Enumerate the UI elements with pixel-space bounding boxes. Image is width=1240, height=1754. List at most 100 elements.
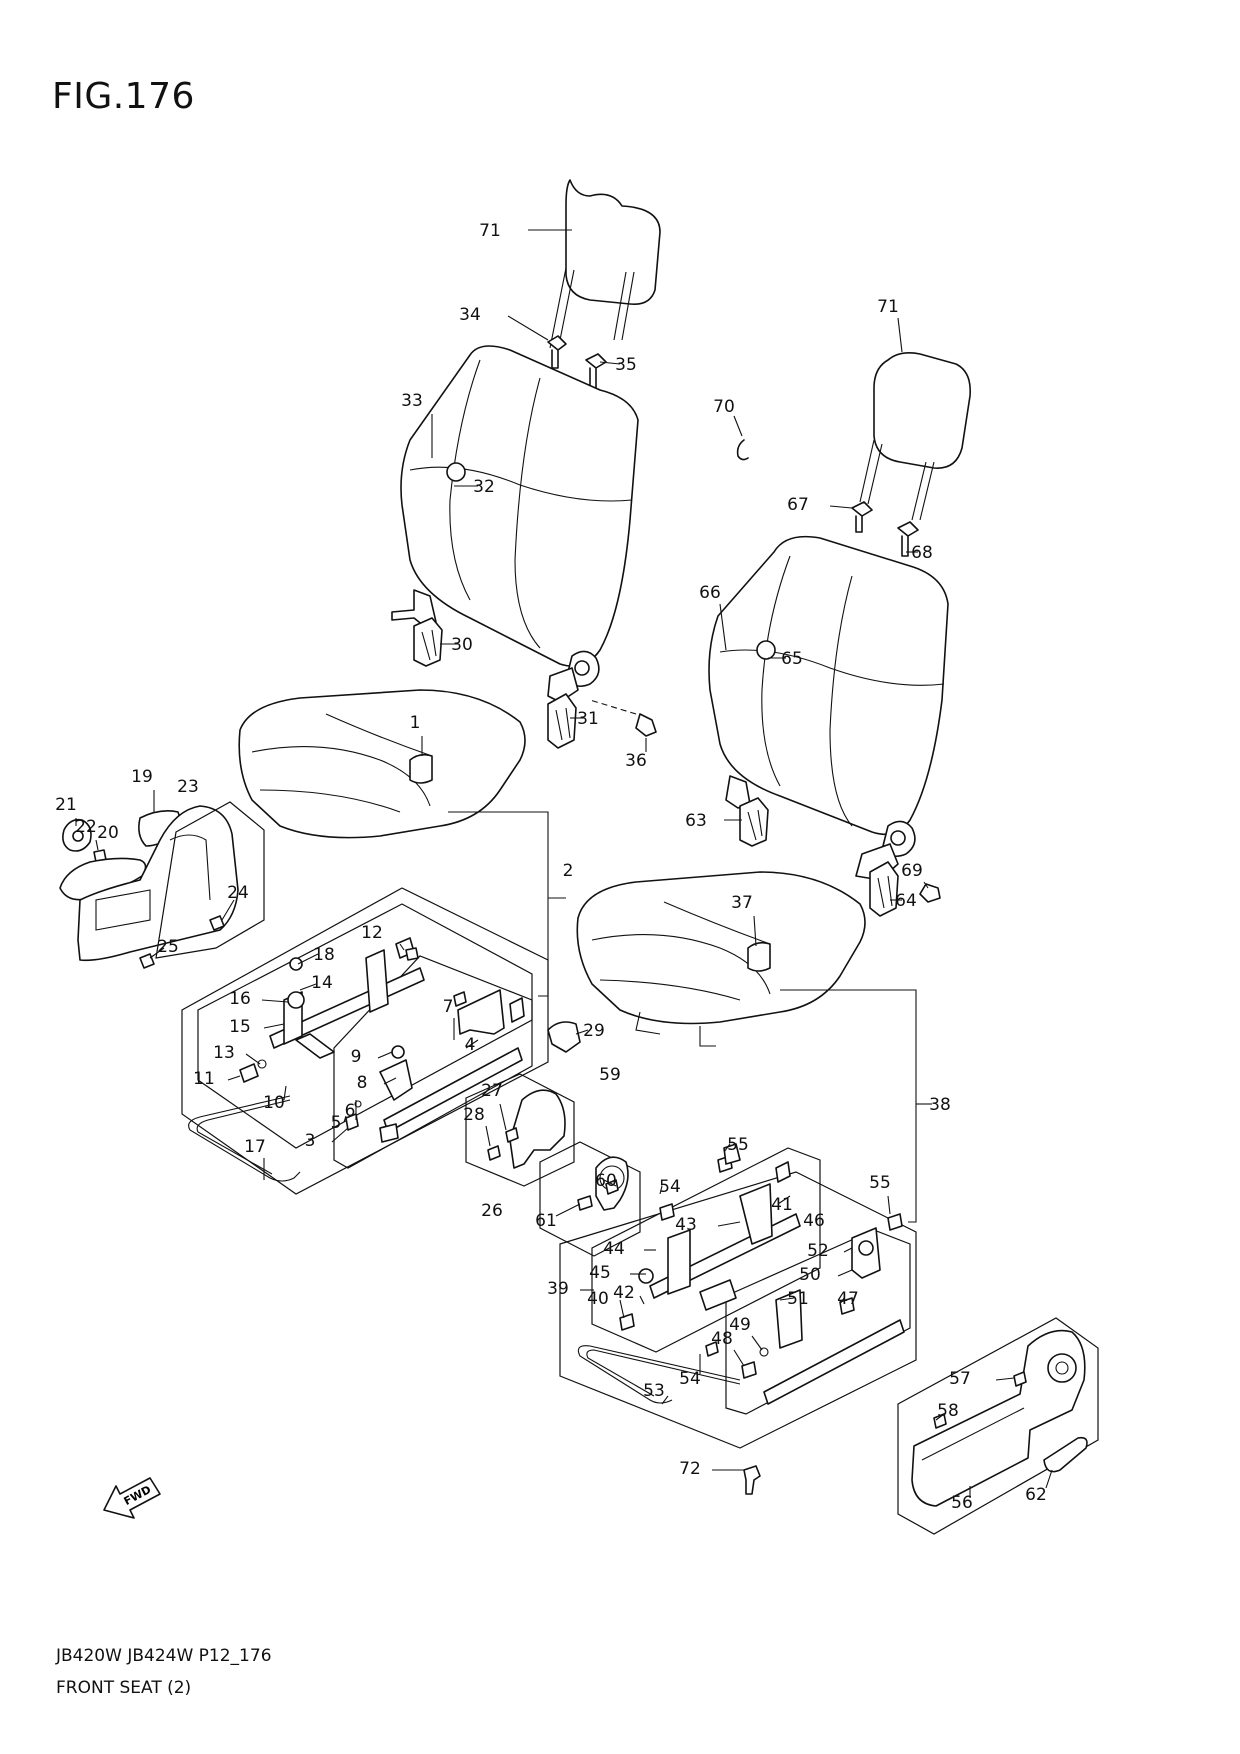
callout-leader bbox=[661, 1395, 669, 1405]
nut-60 bbox=[605, 1179, 619, 1195]
callout-leader bbox=[753, 915, 757, 947]
hinge-covers bbox=[465, 1021, 641, 1257]
callout-46: 46 bbox=[803, 1211, 825, 1231]
callout-47: 47 bbox=[837, 1289, 859, 1309]
left-seat-cushion bbox=[238, 689, 526, 839]
callout-49: 49 bbox=[729, 1315, 751, 1335]
callout-70: 70 bbox=[713, 397, 735, 417]
callout-71: 71 bbox=[877, 297, 899, 317]
callout-14: 14 bbox=[311, 973, 333, 993]
callout-66: 66 bbox=[699, 583, 721, 603]
callout-leader bbox=[717, 1221, 741, 1227]
callout-48: 48 bbox=[711, 1329, 733, 1349]
callout-leader bbox=[377, 1051, 393, 1059]
callout-55: 55 bbox=[727, 1135, 749, 1155]
callout-63: 63 bbox=[685, 811, 707, 831]
hinge-cover-63 bbox=[739, 797, 769, 847]
callout-58: 58 bbox=[937, 1401, 959, 1421]
callout-6: 6 bbox=[345, 1101, 356, 1121]
callout-leader bbox=[829, 505, 853, 509]
left-rail-assembly bbox=[181, 887, 549, 1195]
callout-leader bbox=[733, 415, 743, 437]
callout-leader bbox=[733, 1349, 745, 1367]
screw-58 bbox=[933, 1413, 947, 1429]
right-trim bbox=[897, 1317, 1099, 1535]
callout-67: 67 bbox=[787, 495, 809, 515]
callout-leader bbox=[843, 1247, 853, 1253]
callout-44: 44 bbox=[603, 1239, 625, 1259]
callout-57: 57 bbox=[949, 1369, 971, 1389]
callout-37: 37 bbox=[731, 893, 753, 913]
callout-23: 23 bbox=[177, 777, 199, 797]
side-cover-23 bbox=[77, 805, 239, 962]
callout-8: 8 bbox=[357, 1073, 368, 1093]
callout-leader bbox=[923, 881, 929, 889]
callout-26: 26 bbox=[481, 1201, 503, 1221]
callout-leader bbox=[331, 1127, 349, 1143]
callout-leader bbox=[935, 1413, 945, 1421]
callout-31: 31 bbox=[577, 709, 599, 729]
callout-leader bbox=[343, 1115, 347, 1123]
model-code: JB420W JB424W P12_176 bbox=[56, 1646, 272, 1666]
callout-19: 19 bbox=[131, 767, 153, 787]
headrest-guide-68 bbox=[897, 521, 919, 557]
callout-leader bbox=[221, 899, 235, 921]
callout-54: 54 bbox=[679, 1369, 701, 1389]
callout-43: 43 bbox=[675, 1215, 697, 1235]
callout-25: 25 bbox=[157, 937, 179, 957]
callout-20: 20 bbox=[97, 823, 119, 843]
callout-52: 52 bbox=[807, 1241, 829, 1261]
callout-leader bbox=[719, 603, 727, 651]
clip-70 bbox=[736, 439, 749, 461]
fwd-arrow-icon: FWD bbox=[103, 1477, 161, 1519]
callout-leader bbox=[751, 1335, 763, 1351]
right-rail-assembly bbox=[559, 1143, 917, 1495]
bolt-61 bbox=[577, 1195, 593, 1211]
callout-leader bbox=[659, 1185, 663, 1195]
callout-53: 53 bbox=[643, 1381, 665, 1401]
callout-leader bbox=[897, 317, 903, 353]
callout-leader bbox=[485, 1125, 491, 1147]
callout-24: 24 bbox=[227, 883, 249, 903]
left-seat-back bbox=[400, 345, 639, 667]
callout-leader bbox=[1045, 1469, 1053, 1489]
callout-16: 16 bbox=[229, 989, 251, 1009]
callout-9: 9 bbox=[351, 1047, 362, 1067]
callout-leader bbox=[227, 1075, 241, 1081]
lever-62 bbox=[1043, 1436, 1088, 1473]
callout-leader bbox=[507, 315, 549, 341]
callout-leader bbox=[299, 983, 317, 991]
callout-64: 64 bbox=[895, 891, 917, 911]
callout-38: 38 bbox=[929, 1095, 951, 1115]
callout-5: 5 bbox=[331, 1113, 342, 1133]
callout-54: 54 bbox=[659, 1177, 681, 1197]
callout-41: 41 bbox=[771, 1195, 793, 1215]
callout-42: 42 bbox=[613, 1283, 635, 1303]
callout-12: 12 bbox=[361, 923, 383, 943]
figure-name: FRONT SEAT (2) bbox=[56, 1678, 192, 1698]
callout-leader bbox=[599, 361, 621, 365]
callout-40: 40 bbox=[587, 1289, 609, 1309]
screw-57 bbox=[1013, 1371, 1027, 1387]
callout-55: 55 bbox=[869, 1173, 891, 1193]
callout-4: 4 bbox=[465, 1035, 476, 1055]
hinge-cover-30 bbox=[413, 617, 443, 667]
left-seat-group bbox=[59, 179, 661, 969]
callout-69: 69 bbox=[901, 861, 923, 881]
callout-62: 62 bbox=[1025, 1485, 1047, 1505]
right-seat-cushion bbox=[576, 871, 866, 1025]
callout-leader bbox=[777, 1195, 791, 1205]
side-cover-56 bbox=[911, 1329, 1086, 1507]
callout-59: 59 bbox=[599, 1065, 621, 1085]
callout-39: 39 bbox=[547, 1279, 569, 1299]
callout-34: 34 bbox=[459, 305, 481, 325]
right-headrest bbox=[873, 352, 972, 469]
callout-65: 65 bbox=[781, 649, 803, 669]
callout-29: 29 bbox=[583, 1021, 605, 1041]
callout-18: 18 bbox=[313, 945, 335, 965]
callout-leader bbox=[465, 1039, 479, 1049]
callout-17: 17 bbox=[244, 1137, 266, 1157]
callout-leader bbox=[245, 1053, 261, 1065]
right-seat-group bbox=[576, 352, 972, 1047]
